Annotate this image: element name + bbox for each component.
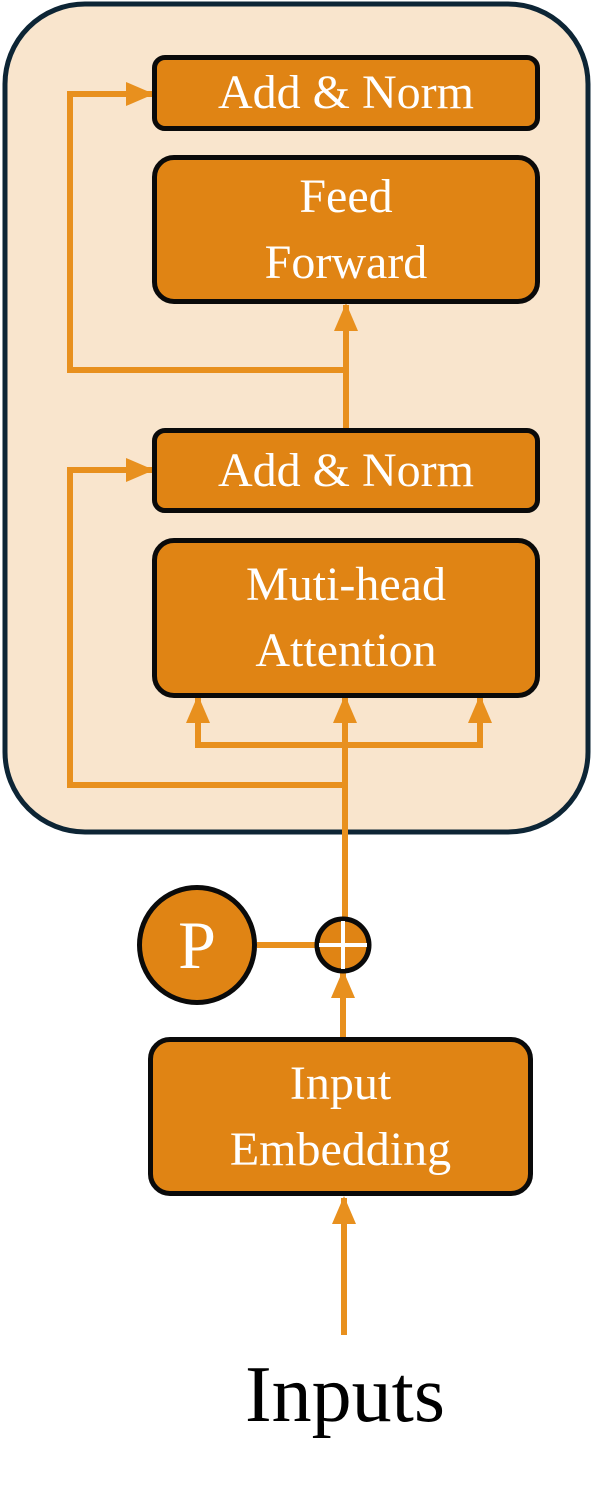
positional-encoding-node: P <box>137 885 257 1005</box>
inputs-label: Inputs <box>245 1351 445 1439</box>
feed-forward-block: Feed Forward <box>152 155 540 304</box>
input-embedding-line-2: Embedding <box>229 1122 452 1176</box>
feed-forward-line-2: Forward <box>264 235 428 289</box>
arrow-attention-right-input <box>345 695 492 748</box>
add-norm-bottom-label: Add & Norm <box>218 443 474 497</box>
feed-forward-line-1: Feed <box>299 169 393 223</box>
input-embedding-block: Input Embedding <box>148 1037 533 1196</box>
input-embedding-line-1: Input <box>289 1056 392 1110</box>
add-norm-top-label: Add & Norm <box>218 66 474 119</box>
add-norm-bottom-block: Add & Norm <box>152 428 540 513</box>
multi-head-attention-block: Muti-head Attention <box>152 538 540 698</box>
attention-line-1: Muti-head <box>246 558 446 611</box>
residual-arrow-bottom <box>67 458 345 788</box>
positional-encoding-label: P <box>178 906 216 983</box>
arrow-attention-left-input <box>186 695 345 748</box>
add-norm-top-block: Add & Norm <box>152 55 540 131</box>
residual-arrow-top <box>67 82 346 373</box>
attention-line-2: Attention <box>255 624 437 677</box>
